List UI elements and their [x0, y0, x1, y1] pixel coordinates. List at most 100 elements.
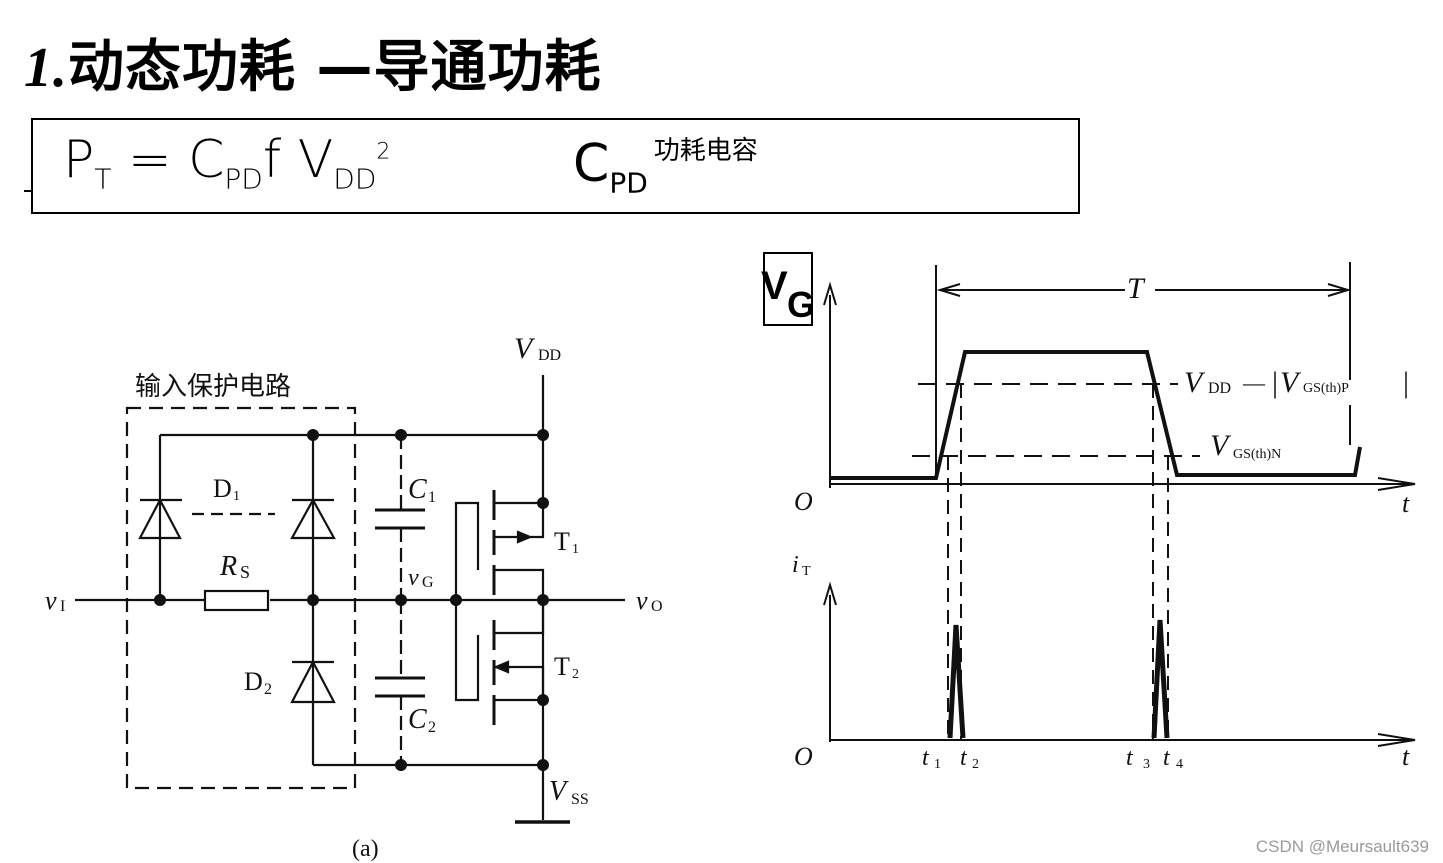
margin-tick	[24, 190, 32, 192]
vo-label: v	[636, 586, 648, 615]
t3-mark-sub: 3	[1143, 757, 1150, 772]
title-number: 1.	[24, 37, 68, 99]
it-label: i	[792, 552, 799, 578]
node	[395, 429, 407, 441]
node	[395, 594, 407, 606]
formula-f: f	[262, 130, 282, 190]
minus-sign: —	[1242, 370, 1266, 395]
t1-sub: 1	[572, 542, 579, 557]
period-markers	[935, 262, 1351, 480]
protection-box	[125, 406, 357, 790]
cmos-circuit	[75, 375, 625, 824]
vdd-sub: DD	[538, 347, 561, 364]
c2-sub: 2	[428, 719, 436, 736]
node	[537, 497, 549, 509]
vg-y-arrow-icon	[823, 281, 837, 306]
d2-sub: 2	[264, 681, 272, 698]
vg-origin: O	[794, 487, 813, 516]
node	[154, 594, 166, 606]
it-sub: T	[802, 564, 811, 579]
gate-t2	[454, 600, 480, 702]
it-x-arrow-icon	[1377, 733, 1416, 747]
waveform-plot	[823, 262, 1416, 747]
c2-label: C	[408, 704, 427, 735]
note-c: C	[573, 134, 610, 194]
t2-terminals	[494, 600, 545, 702]
node	[537, 594, 549, 606]
abs-open: |	[1272, 366, 1278, 399]
vdd-minus-sub: DD	[1208, 380, 1231, 397]
c1-sub: 1	[428, 489, 436, 506]
rs-label: R	[219, 551, 237, 582]
t4-mark: t	[1163, 745, 1171, 771]
watermark: CSDN @Meursault639	[1255, 837, 1429, 856]
diode-d2	[290, 659, 336, 704]
diode-d1b	[290, 497, 336, 540]
t1-mark: t	[922, 745, 930, 771]
it-y-arrow-icon	[823, 581, 837, 606]
vg-box-v: V	[761, 264, 788, 308]
c1-label: C	[408, 474, 427, 505]
vgsn-label: V	[1210, 429, 1232, 462]
title-text: 动态功耗 —导通功耗	[68, 35, 602, 100]
capacitor-c1	[375, 508, 425, 530]
gate-t1	[454, 501, 480, 600]
node	[537, 759, 549, 771]
note-text: 功耗电容	[653, 136, 758, 166]
node	[537, 694, 549, 706]
t2-arrow-icon	[493, 660, 510, 674]
vgsn-sub: GS(th)N	[1233, 447, 1281, 462]
vgsp-sub: GS(th)P	[1303, 381, 1349, 396]
formula-equals: =	[128, 130, 172, 190]
it-t-label: t	[1402, 742, 1410, 771]
vss-label: V	[549, 776, 569, 807]
formula-p-sub: T	[94, 162, 112, 196]
formula-c: C	[188, 130, 225, 190]
node	[307, 429, 319, 441]
vg-t-label: t	[1402, 489, 1410, 518]
vg-annotation-box: V G	[761, 252, 816, 326]
t1-terminals	[494, 501, 545, 600]
period-arrows-icon	[936, 283, 1352, 297]
t2-label: T	[554, 652, 570, 681]
t2-mark-sub: 2	[972, 757, 979, 772]
d2-label: D	[244, 667, 263, 696]
t4-mark-sub: 4	[1176, 757, 1183, 772]
resistor-rs	[203, 589, 270, 612]
vdd-label: V	[514, 332, 536, 365]
capacitor-c2	[375, 676, 425, 698]
period-label: T	[1127, 272, 1146, 305]
vss-sub: SS	[571, 791, 589, 808]
node	[537, 429, 549, 441]
vgsp-label: V	[1280, 366, 1302, 399]
vi-sub: I	[60, 598, 65, 615]
circuit-nodes	[154, 429, 549, 771]
page-title: 1.动态功耗 —导通功耗	[24, 22, 602, 103]
formula-c-sub: PD	[224, 162, 263, 196]
note-c-sub: PD	[609, 166, 648, 200]
vg-waveform	[830, 350, 1362, 480]
t1-label: T	[554, 527, 570, 556]
formula-v-sup: 2	[376, 139, 391, 165]
circuit-caption: (a)	[352, 836, 379, 862]
t1-mark-sub: 1	[934, 757, 941, 772]
formula-p: P	[63, 130, 95, 190]
it-pulse-1	[947, 624, 966, 739]
formula-v: V	[297, 130, 334, 190]
vg-label: v	[408, 565, 419, 591]
protection-label: 输入保护电路	[135, 372, 291, 401]
node	[307, 594, 319, 606]
node	[395, 759, 407, 771]
t2-mark: t	[960, 745, 968, 771]
abs-close: |	[1403, 366, 1409, 399]
formula-note: CPD功耗电容	[573, 130, 758, 199]
rs-sub: S	[240, 562, 250, 582]
diode-d1a	[138, 497, 182, 540]
t2-sub: 2	[572, 667, 579, 682]
formula-v-sub: DD	[333, 162, 377, 196]
it-pulse-2	[1151, 619, 1170, 739]
vi-label: v	[45, 586, 57, 615]
t3-mark: t	[1126, 745, 1134, 771]
vg-box-g: G	[787, 284, 816, 325]
